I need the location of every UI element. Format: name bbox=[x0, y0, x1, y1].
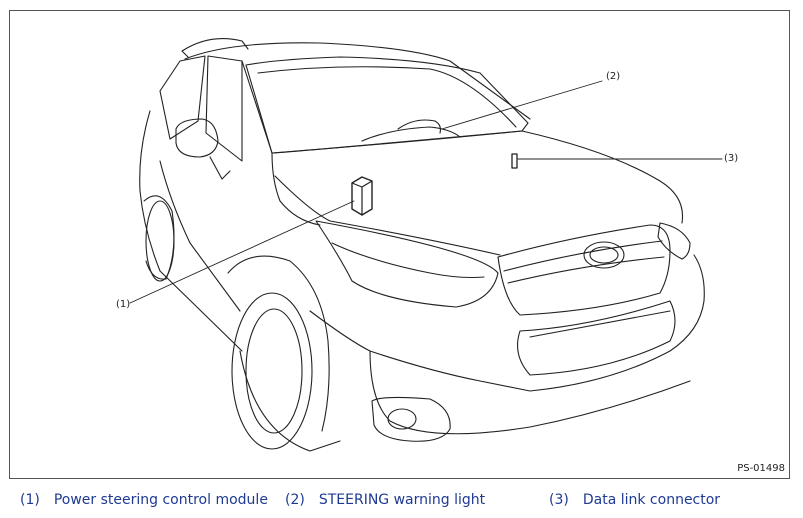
roof-rail bbox=[181, 38, 249, 52]
side-window-rear bbox=[159, 55, 206, 140]
headlight-left-inner bbox=[331, 242, 485, 279]
lower-intake bbox=[517, 300, 676, 376]
roof-outline bbox=[184, 42, 531, 120]
legend-num: (2) bbox=[285, 492, 305, 508]
mirror-stem bbox=[209, 156, 231, 180]
figure-id: PS-01498 bbox=[737, 463, 785, 474]
hood-left-edge bbox=[271, 152, 321, 226]
side-window-front bbox=[205, 55, 243, 162]
bumper-lower bbox=[369, 350, 691, 435]
hood-outline bbox=[271, 130, 684, 224]
grille-bar-2 bbox=[507, 256, 665, 284]
legend-text: Data link connector bbox=[582, 492, 721, 508]
grille-outline bbox=[497, 224, 671, 316]
a-pillar bbox=[241, 60, 273, 154]
legend-text: STEERING warning light bbox=[318, 492, 486, 508]
side-mirror bbox=[175, 118, 219, 158]
vehicle-illustration bbox=[129, 38, 723, 452]
body-side bbox=[139, 110, 243, 352]
legend-item-1: (1) Power steering control module bbox=[20, 492, 268, 508]
headlight-left bbox=[315, 220, 499, 308]
callout-label-2: (2) bbox=[606, 71, 621, 82]
rear-wheel bbox=[145, 200, 175, 282]
legend-num: (1) bbox=[20, 492, 40, 508]
lower-vents bbox=[529, 310, 671, 338]
legend: (1) Power steering control module (2) STEE… bbox=[0, 492, 803, 512]
power-steering-module-edge bbox=[351, 180, 373, 216]
front-wheel-arch bbox=[227, 255, 330, 432]
hood-front-edge bbox=[274, 175, 501, 256]
brand-emblem-inner bbox=[589, 246, 619, 264]
callout-label-3: (3) bbox=[724, 153, 739, 164]
fog-light-housing bbox=[371, 396, 451, 442]
leader-line-1 bbox=[129, 200, 355, 304]
door-line bbox=[159, 160, 241, 312]
fog-light bbox=[387, 408, 417, 430]
legend-item-2: (2) STEERING warning light bbox=[285, 492, 485, 508]
legend-item-3: (3) Data link connector bbox=[549, 492, 720, 508]
fender-lower bbox=[239, 350, 341, 452]
front-bumper bbox=[309, 254, 705, 392]
brand-emblem bbox=[583, 241, 625, 269]
leader-line-2 bbox=[441, 80, 603, 130]
diagram-frame: (1) (2) (3) PS-01498 bbox=[9, 10, 790, 479]
roof-rail-rear bbox=[181, 50, 189, 58]
windshield-inner bbox=[257, 66, 517, 128]
data-link-connector-marker bbox=[511, 153, 518, 169]
grille-bar bbox=[503, 240, 663, 272]
legend-num: (3) bbox=[549, 492, 569, 508]
windshield-outline bbox=[245, 56, 529, 154]
headlight-right bbox=[657, 222, 691, 260]
legend-text: Power steering control module bbox=[53, 492, 268, 508]
front-wheel bbox=[231, 292, 313, 450]
steering-hood bbox=[397, 119, 441, 134]
dashboard bbox=[361, 126, 461, 142]
callout-label-1: (1) bbox=[116, 299, 131, 310]
front-wheel-inner bbox=[245, 308, 303, 434]
